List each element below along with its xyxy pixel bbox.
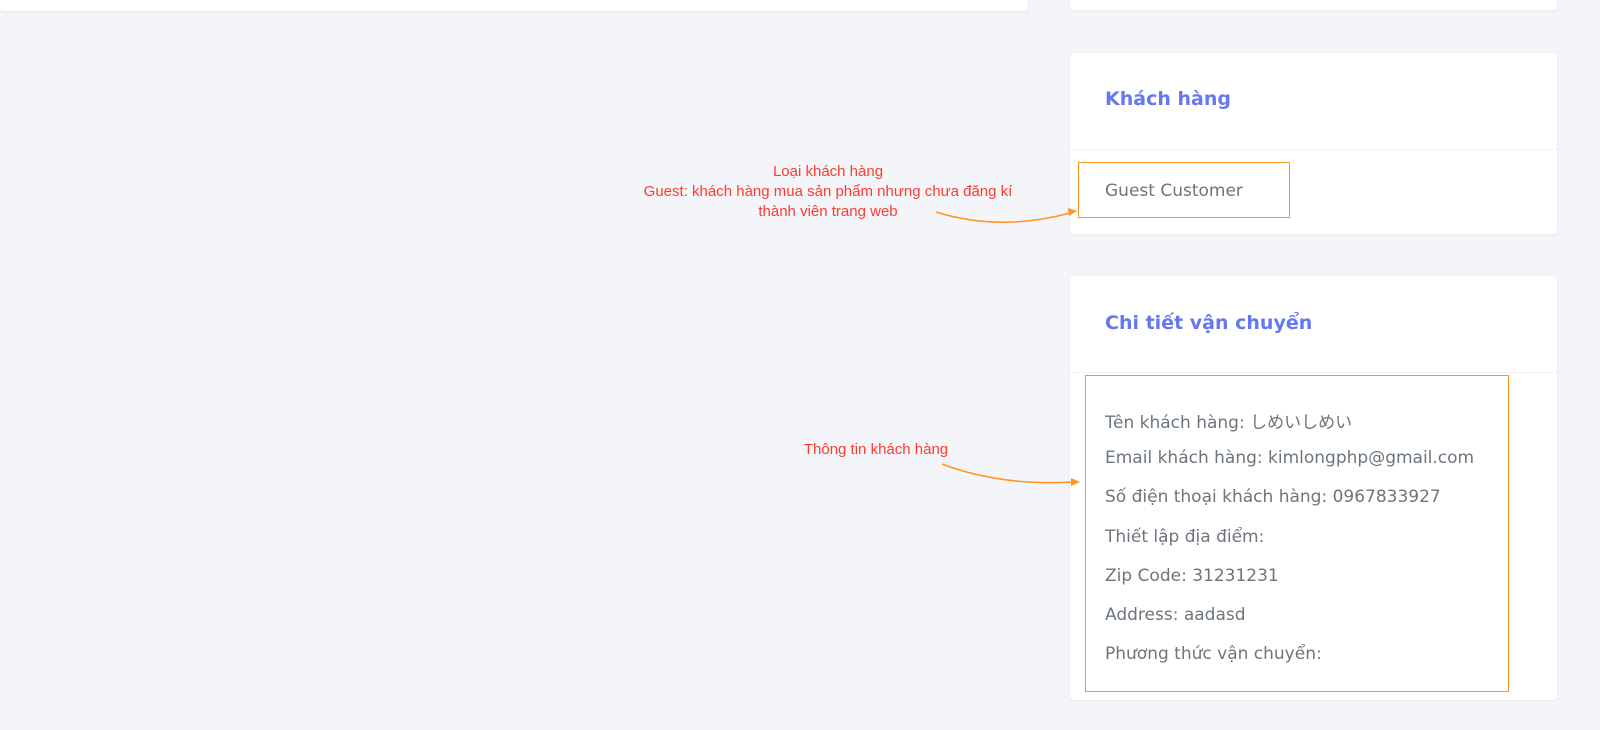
location-setting: Thiết lập địa điểm:: [1105, 527, 1265, 547]
customer-type-highlight: [1078, 162, 1290, 218]
shipping-card-title: Chi tiết vận chuyển: [1105, 312, 1313, 334]
address: Address: aadasd: [1105, 605, 1246, 625]
customer-type-note: Loại khách hàng Guest: khách hàng mua sả…: [600, 162, 1056, 222]
note-line: thành viên trang web: [758, 203, 898, 220]
divider: [1070, 372, 1557, 373]
divider: [1070, 149, 1557, 150]
note-line: Loại khách hàng: [772, 163, 884, 180]
shipping-card: Chi tiết vận chuyển Tên khách hàng: しめいし…: [1070, 276, 1557, 700]
note-line: Guest: khách hàng mua sản phẩm nhưng chư…: [643, 183, 1013, 200]
arrow-customer-info: [941, 463, 1073, 484]
shipping-method: Phương thức vận chuyển:: [1105, 644, 1322, 664]
top-right-card: [1070, 0, 1557, 10]
customer-phone: Số điện thoại khách hàng: 0967833927: [1105, 487, 1441, 507]
zip-code: Zip Code: 31231231: [1105, 566, 1279, 586]
customer-card-title: Khách hàng: [1105, 88, 1231, 110]
customer-email: Email khách hàng: kimlongphp@gmail.com: [1105, 448, 1475, 468]
customer-type: Guest Customer: [1105, 181, 1243, 201]
customer-card: Khách hàng Guest Customer: [1070, 53, 1557, 234]
customer-name: Tên khách hàng: しめいしめい: [1105, 413, 1353, 433]
top-left-card: [0, 0, 1028, 11]
customer-info-highlight: [1085, 375, 1509, 692]
customer-info-note: Thông tin khách hàng: [803, 441, 949, 458]
